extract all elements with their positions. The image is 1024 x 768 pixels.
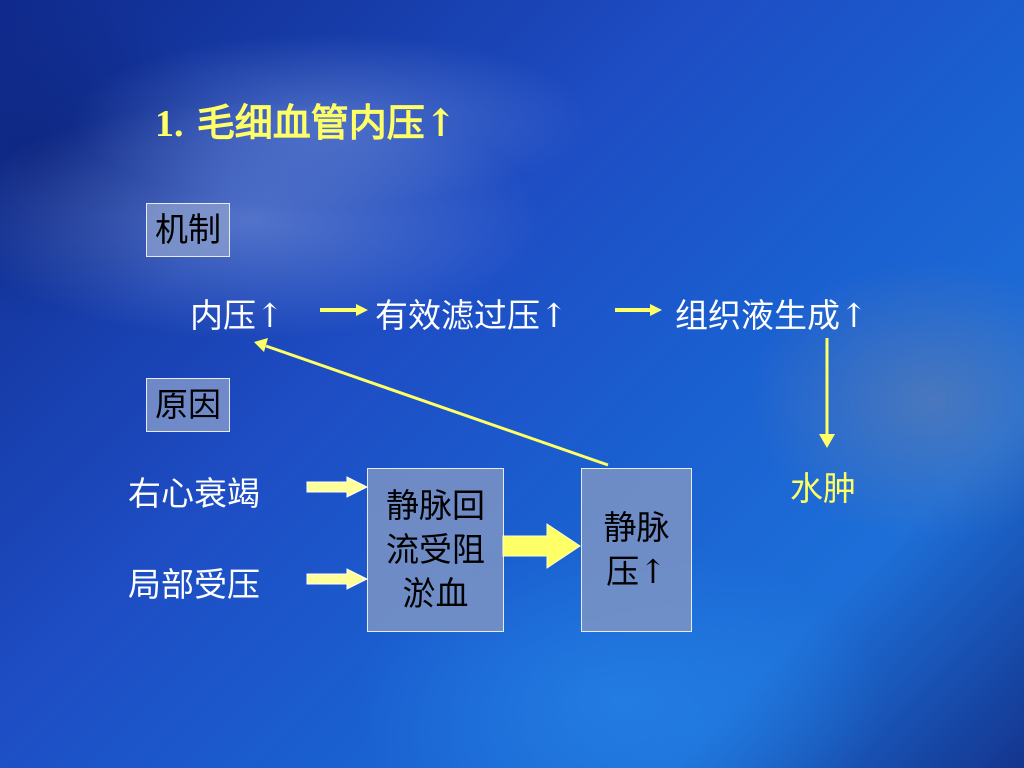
cause-right-heart-failure: 右心衰竭	[128, 474, 260, 513]
arrow-cause1	[306, 476, 369, 498]
venous-pressure-line-2: 压↑	[606, 552, 667, 591]
arrow-step2-to-step3	[615, 304, 662, 316]
arrow-cause2	[306, 568, 369, 590]
mechanism-label: 机制	[146, 203, 230, 257]
title-number: 1.	[155, 103, 184, 145]
venous-return-line-2: 流受阻	[386, 530, 485, 569]
cause-label: 原因	[146, 378, 230, 432]
arrow-step1-to-step2	[320, 304, 368, 316]
venous-return-line-1: 静脉回	[386, 486, 485, 525]
title-text: 毛细血管内压↑	[196, 100, 457, 145]
venous-return-box: 静脉回 流受阻 淤血	[367, 468, 504, 632]
flow-step-tissue-fluid: 组织液生成↑	[675, 296, 868, 335]
flow-step-filtration-pressure: 有效滤过压↑	[375, 296, 568, 335]
cause-local-compression: 局部受压	[128, 565, 260, 604]
venous-pressure-line-1: 静脉	[603, 508, 670, 547]
flow-result-edema: 水肿	[790, 469, 856, 508]
arrow-feedback-to-inner-pressure	[254, 338, 609, 467]
flow-step-inner-pressure: 内压↑	[190, 296, 284, 335]
arrow-box-to-box	[502, 523, 581, 569]
arrow-down-to-edema	[819, 338, 835, 448]
venous-pressure-box: 静脉 压↑	[581, 468, 692, 632]
venous-return-line-3: 淤血	[402, 574, 469, 613]
slide-title: 1. 毛细血管内压↑	[155, 92, 457, 147]
